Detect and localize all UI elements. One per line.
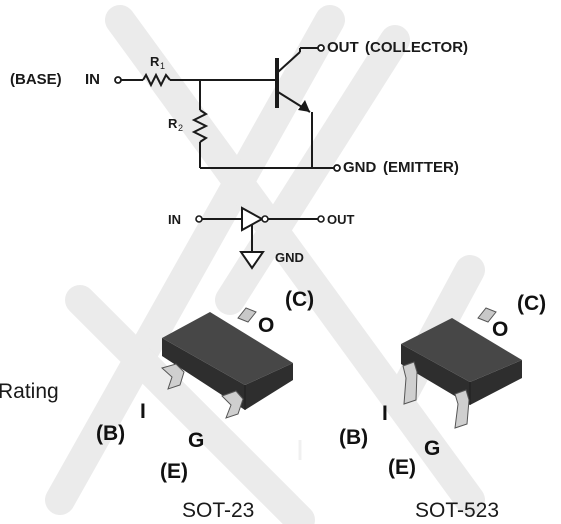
sot23-pin-b: (B) bbox=[96, 422, 125, 445]
r1-label: R bbox=[150, 54, 160, 69]
sot23-pin-i: I bbox=[140, 400, 146, 423]
sot523-pin-i: I bbox=[382, 402, 388, 425]
sot23-package: O (C) I (B) G (E) SOT-23 bbox=[96, 288, 314, 522]
sot523-pin-e: (E) bbox=[388, 456, 416, 479]
watermark bbox=[45, 5, 485, 524]
sot523-package: O (C) I (B) G (E) SOT-523 bbox=[339, 292, 546, 522]
transistor-circuit: (BASE) IN R 1 R 2 GND (EMITTER) bbox=[10, 39, 468, 176]
sot523-pin-b: (B) bbox=[339, 426, 368, 449]
r1-subscript: 1 bbox=[160, 61, 165, 71]
sot523-pin-o: O bbox=[492, 318, 508, 341]
sot523-caption: SOT-523 bbox=[415, 499, 499, 522]
ground-triangle bbox=[239, 251, 265, 270]
in-terminal bbox=[114, 76, 122, 84]
inverter-in-terminal bbox=[195, 215, 203, 223]
inverter-out-terminal bbox=[317, 215, 325, 223]
sot23-lead-b bbox=[160, 363, 185, 390]
sot523-pin-c: (C) bbox=[517, 292, 546, 315]
gnd-terminal bbox=[333, 164, 341, 172]
npn-transistor-symbol bbox=[275, 47, 318, 168]
sot23-pin-o: O bbox=[258, 314, 274, 337]
in-label: IN bbox=[85, 71, 100, 88]
out-label: OUT bbox=[327, 39, 359, 56]
base-label: (BASE) bbox=[10, 71, 62, 88]
inverter-symbol: IN OUT GND bbox=[168, 206, 355, 270]
inverter-out-label: OUT bbox=[327, 212, 355, 227]
sot523-lead-b bbox=[402, 361, 418, 405]
sot523-lead-e bbox=[454, 389, 470, 429]
sot23-pin-e: (E) bbox=[160, 460, 188, 483]
sot523-pin-g: G bbox=[424, 437, 440, 460]
r1-resistor bbox=[142, 72, 171, 88]
inverter-triangle bbox=[241, 206, 265, 232]
gnd-label: GND bbox=[343, 159, 377, 176]
inverter-in-label: IN bbox=[168, 212, 181, 227]
r2-label: R bbox=[168, 116, 178, 131]
sot23-pin-c: (C) bbox=[285, 288, 314, 311]
out-terminal bbox=[317, 44, 325, 52]
r2-resistor bbox=[191, 109, 209, 143]
r2-subscript: 2 bbox=[178, 123, 183, 133]
inverter-gnd-label: GND bbox=[275, 250, 304, 265]
sot523-lead-c bbox=[477, 307, 497, 323]
emitter-label: (EMITTER) bbox=[383, 159, 459, 176]
sot23-lead-c bbox=[237, 307, 257, 323]
rating-text: Rating bbox=[0, 380, 59, 403]
sot23-caption: SOT-23 bbox=[182, 499, 254, 522]
collector-label: (COLLECTOR) bbox=[365, 39, 468, 56]
sot23-pin-g: G bbox=[188, 429, 204, 452]
sot23-lead-e bbox=[221, 390, 244, 419]
